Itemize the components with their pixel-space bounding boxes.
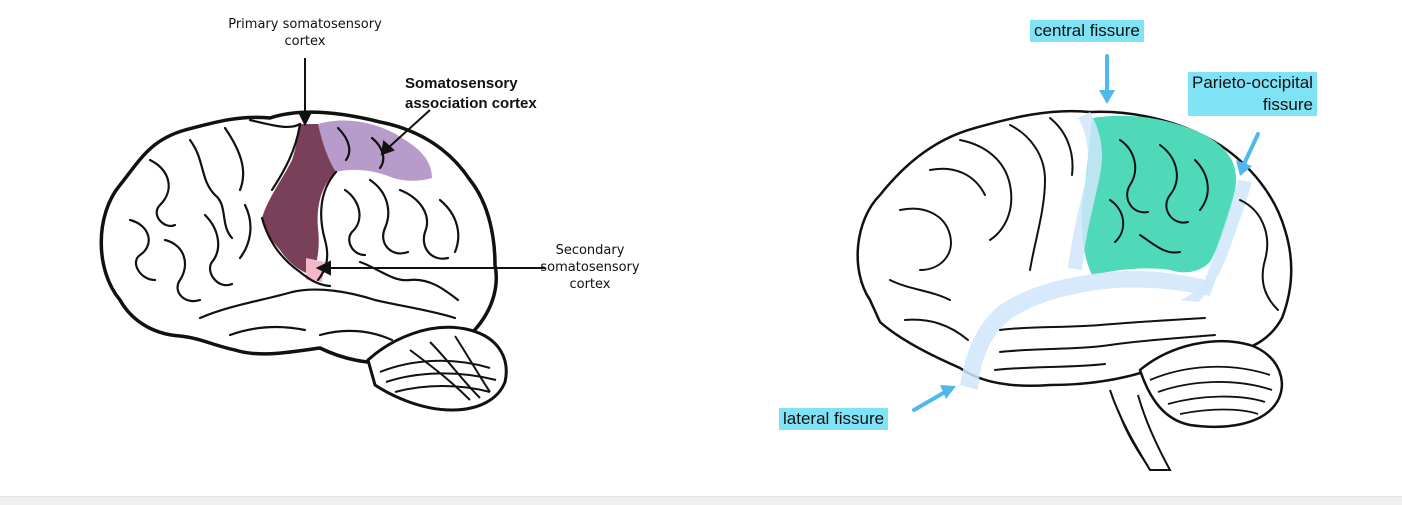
- association-cortex-label: Somatosensory association cortex: [405, 74, 565, 114]
- central-fissure-label: central fissure: [1030, 20, 1144, 42]
- left-gyri-lines: [128, 118, 460, 342]
- primary-somatosensory-label: Primary somatosensory cortex: [205, 16, 405, 50]
- assoc-label-line1: Somatosensory: [405, 75, 518, 92]
- lateral-fissure-highlight: [960, 270, 1215, 390]
- left-arrows: [297, 58, 545, 276]
- parieto-occipital-label: Parieto-occipital fissure: [1188, 72, 1317, 116]
- right-cerebellum: [1109, 339, 1284, 471]
- right-brain-illustration: [856, 54, 1293, 471]
- lateral-fissure-label: lateral fissure: [779, 408, 889, 430]
- secondary-label-line3: cortex: [569, 277, 611, 292]
- secondary-label-line2: somatosensory: [540, 260, 640, 275]
- left-cerebellum: [366, 325, 508, 412]
- left-brain-illustration: [99, 58, 545, 412]
- assoc-label-line2: association cortex: [405, 95, 537, 112]
- parieto-occipital-highlight: [1180, 180, 1252, 302]
- association-cortex-region: [318, 120, 432, 181]
- right-gyri-lines: [889, 117, 1279, 371]
- parieto-label-line2: fissure: [1262, 95, 1313, 114]
- secondary-somatosensory-label: Secondary somatosensory cortex: [515, 242, 665, 293]
- central-fissure-highlight: [1068, 112, 1102, 270]
- primary-label-line1: Primary somatosensory: [228, 17, 382, 32]
- primary-label-line2: cortex: [284, 34, 326, 49]
- secondary-label-line1: Secondary: [555, 243, 625, 258]
- parieto-label-line1: Parieto-occipital: [1192, 73, 1313, 92]
- right-arrows: [912, 54, 1260, 412]
- bottom-divider: [0, 496, 1402, 505]
- primary-cortex-region: [262, 124, 336, 275]
